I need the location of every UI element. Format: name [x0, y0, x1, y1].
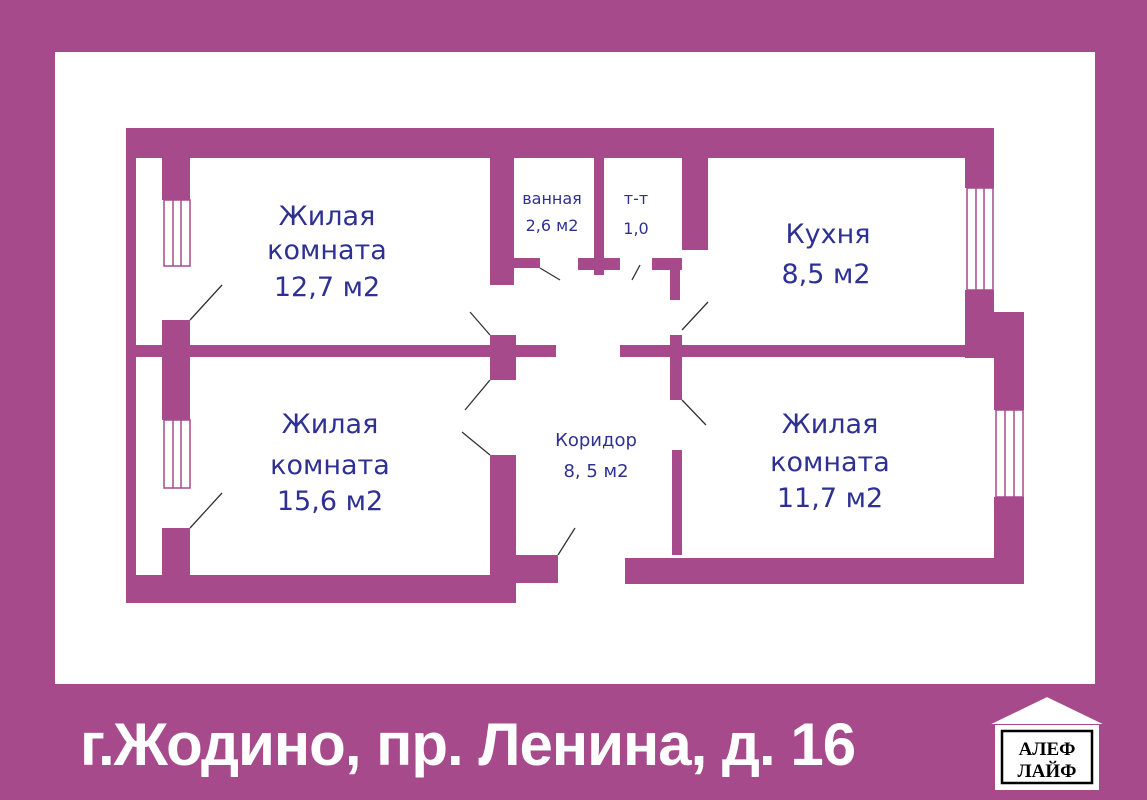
logo-line2: ЛАЙФ [1018, 760, 1077, 782]
living1-area: 12,7 м2 [274, 272, 380, 303]
window-left-bottom [163, 419, 191, 489]
interior-walls [126, 155, 996, 583]
living2-label-line2: комната [270, 450, 390, 481]
window-right-top [966, 187, 994, 291]
window-right-bottom [995, 409, 1024, 498]
living3-label-line2: комната [770, 447, 890, 478]
living3-area: 11,7 м2 [777, 483, 883, 514]
bathroom-label: ванная [522, 189, 582, 208]
bathroom-area: 2,6 м2 [526, 216, 579, 235]
living2-area: 15,6 м2 [277, 486, 383, 517]
toilet-label: т-т [624, 189, 648, 208]
living3-label-line1: Жилая [782, 409, 879, 440]
window-left-top [163, 199, 191, 267]
agency-logo: АЛЕФ ЛАЙФ [986, 694, 1108, 790]
living1-label-line1: Жилая [279, 201, 376, 232]
toilet-area: 1,0 [623, 219, 648, 238]
windows [163, 187, 1024, 498]
address-caption: г.Жодино, пр. Ленина, д. 16 [80, 711, 856, 778]
living2-label-line1: Жилая [282, 409, 379, 440]
logo-line1: АЛЕФ [1019, 739, 1076, 760]
corridor-label: Коридор [555, 430, 637, 451]
corridor-area: 8, 5 м2 [563, 461, 628, 482]
living1-label-line2: комната [267, 235, 387, 266]
kitchen-area: 8,5 м2 [781, 259, 870, 290]
door-lines [189, 264, 709, 556]
outer-walls [126, 128, 1024, 603]
kitchen-label: Кухня [785, 219, 870, 250]
